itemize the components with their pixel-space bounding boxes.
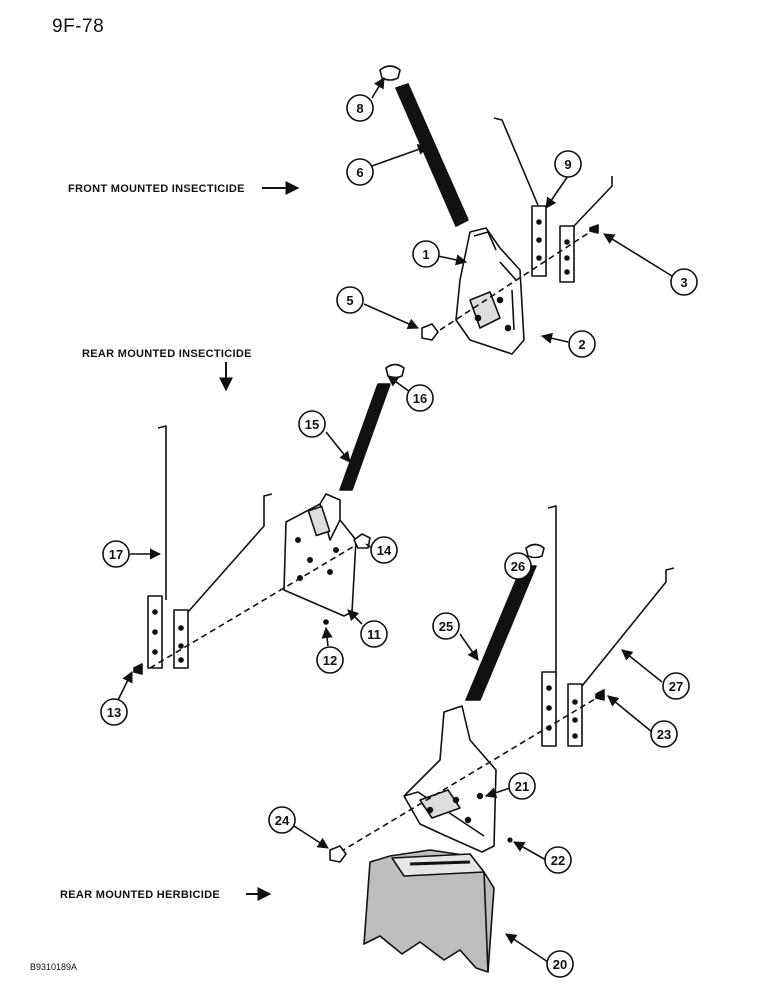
tube-part-6 [395,83,469,227]
callout-27 [662,672,690,700]
callout-15 [298,410,326,438]
callout-17 [102,540,130,568]
callout-label: 5 [346,293,353,308]
shield-part-20 [363,849,495,973]
section-label-front-insecticide: FRONT MOUNTED INSECTICIDE [68,183,245,195]
callout-label: 22 [551,853,565,868]
bolt-part-3 [589,224,599,234]
callout-label: 3 [680,275,687,290]
callout-26 [504,552,532,580]
callout-25 [432,612,460,640]
callout-14 [370,536,398,564]
callout-label: 16 [413,391,427,406]
section-arrows [219,181,300,901]
rod-part-27 [547,505,557,676]
page-number: 9F-78 [52,16,105,37]
callout-11 [360,620,388,648]
callout-16 [406,384,434,412]
bracket-part-21 [403,705,497,853]
callout-label: 13 [107,705,121,720]
callout-label: 1 [422,247,429,262]
callout-label: 27 [669,679,683,694]
callout-label: 20 [553,957,567,972]
callout-label: 26 [511,559,525,574]
callout-6 [346,158,374,186]
section-label-rear-insecticide: REAR MOUNTED INSECTICIDE [82,348,252,360]
callout-5 [336,286,364,314]
callout-23 [650,720,678,748]
bracket-part-1 [455,227,525,355]
callout-9 [554,150,582,178]
callout-3 [670,268,698,296]
callout-2 [568,330,596,358]
rear-herbicide-assembly [329,505,675,973]
callout-label: 11 [367,627,381,642]
section-label-rear-herbicide: REAR MOUNTED HERBICIDE [60,889,220,901]
rear-insecticide-assembly [133,363,405,675]
callout-1 [412,240,440,268]
callout-20 [546,950,574,978]
callout-label: 12 [323,653,337,668]
pin-part-12 [323,619,329,625]
callout-22 [544,846,572,874]
callout-label: 15 [305,417,319,432]
callout-label: 6 [356,165,363,180]
cap-part-8 [379,65,401,81]
callout-label: 23 [657,727,671,742]
callout-12 [316,646,344,674]
callout-label: 14 [377,543,392,558]
front-insecticide-assembly [379,65,613,355]
nut-part-5 [421,323,439,341]
figure-id: B9310189A [30,962,78,972]
callout-label: 8 [356,101,363,116]
cap-part-26 [525,543,545,559]
callout-8 [346,94,374,122]
tube-part-15 [339,383,391,491]
callout-label: 21 [515,779,529,794]
callout-label: 2 [578,337,585,352]
nut-part-24 [329,845,347,863]
tube-part-25 [465,565,537,701]
callout-label: 24 [275,813,290,828]
rod-plate-right [559,225,575,283]
bolt-part-13 [133,663,143,675]
bolt-part-23 [595,689,605,701]
callout-21 [508,772,536,800]
callout-label: 17 [109,547,123,562]
rod-part-17 [157,425,167,600]
callout-24 [268,806,296,834]
callout-13 [100,698,128,726]
callout-label: 9 [564,157,571,172]
callout-label: 25 [439,619,453,634]
